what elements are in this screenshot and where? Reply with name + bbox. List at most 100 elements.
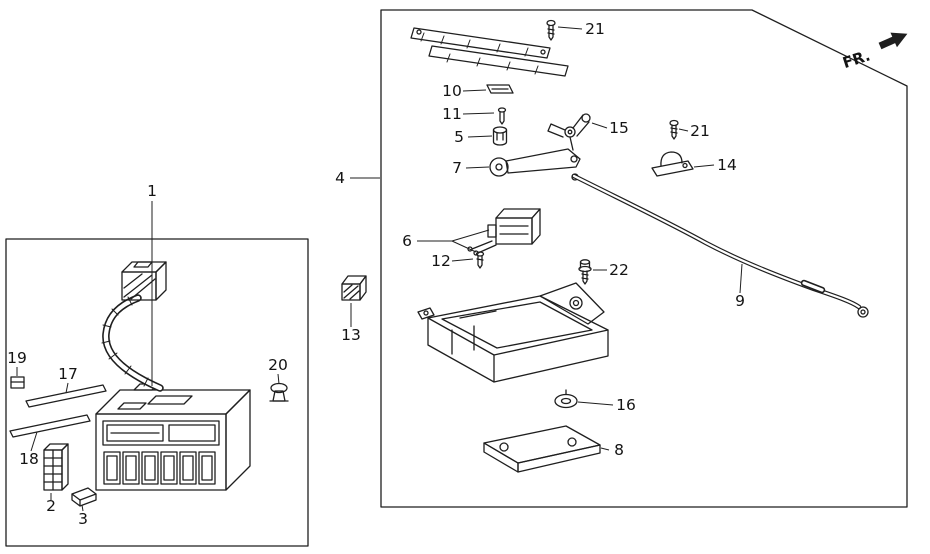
clamp-base (651, 160, 694, 177)
bolt-body (581, 270, 589, 285)
callout-6: 6 (402, 229, 490, 253)
callout-9: 9 (735, 263, 745, 310)
unit-button (122, 451, 140, 485)
leader-line (462, 89, 487, 92)
part-15-lever-link (547, 113, 591, 138)
unit-side-face (225, 389, 251, 491)
fr-label: FR. (840, 46, 872, 72)
inset-box-border (5, 238, 309, 547)
link-arm-end (581, 113, 591, 123)
base-back-hole (569, 296, 583, 310)
strip-body (9, 414, 91, 438)
callout-8-label: 8 (614, 441, 624, 459)
lever-arm (505, 148, 581, 174)
bushing-body (492, 129, 508, 146)
cable-core (572, 174, 861, 309)
clamp-loop (660, 151, 683, 167)
tick-marks (101, 296, 149, 387)
diagram-frames (5, 9, 908, 547)
part-21-screw-right (669, 119, 679, 140)
part-10-plate (486, 84, 514, 94)
bracket-hole (567, 437, 577, 447)
part-1-heater-control-unit (95, 383, 251, 491)
leader-line (462, 112, 495, 115)
clip-top (71, 487, 97, 501)
part-19-clip (10, 376, 25, 389)
prong-end (467, 246, 473, 252)
garnish-slat-upper (410, 27, 551, 59)
bracket-front-flange (483, 442, 519, 473)
part-3-clip (71, 487, 97, 507)
callout-17-label: 17 (58, 365, 78, 383)
callout-6-label: 6 (402, 232, 412, 250)
leader-line (600, 447, 610, 451)
leader-line (65, 382, 69, 394)
lever-hub-hole (495, 163, 503, 171)
garnish-slat-lower (428, 45, 569, 77)
lever-hole (570, 155, 578, 163)
unit-button-caps (106, 455, 213, 481)
part-faceplate-garnish (410, 27, 569, 77)
clamp-hole (682, 162, 688, 169)
screw-body (547, 24, 555, 41)
leader-line (467, 135, 493, 138)
screw-body (670, 124, 678, 140)
part-16-grommet (554, 389, 578, 409)
grommet-outer (554, 393, 578, 409)
part-21-screw-top (546, 19, 556, 41)
garnish-hole (540, 49, 546, 55)
callout-22: 22 (593, 261, 629, 279)
base-walls (427, 317, 609, 383)
callout-2: 2 (46, 493, 56, 515)
part-13-connector (341, 275, 367, 301)
callout-21-right-label: 21 (690, 122, 710, 140)
callout-7: 7 (452, 159, 490, 177)
part-22-bolt (578, 259, 592, 285)
link-arm (572, 114, 590, 137)
unit-button (141, 451, 159, 485)
leader-line (693, 164, 715, 168)
switch-tab (487, 224, 497, 238)
switch-front (495, 217, 533, 245)
callout-4: 4 (335, 169, 380, 187)
unit-button (179, 451, 197, 485)
callout-19: 19 (7, 349, 27, 376)
leader-line (417, 229, 490, 253)
main-view-border (380, 9, 908, 508)
part-5-bushing (492, 126, 508, 146)
leader-line (277, 373, 280, 385)
part-11-screw (497, 107, 507, 125)
cable-eye-hole (860, 309, 866, 315)
callout-21-top-label: 21 (585, 20, 605, 38)
garnish-slot-lines (420, 32, 539, 75)
leader-line (451, 258, 474, 262)
plug-side (155, 261, 167, 301)
link-pivot-hole (567, 129, 573, 135)
leader-line (591, 122, 608, 129)
part-14-cable-clamp (651, 151, 694, 177)
callout-15-label: 15 (609, 119, 629, 137)
callout-1-label: 1 (147, 182, 157, 200)
link-pivot (564, 126, 576, 138)
callout-20: 20 (268, 356, 288, 385)
callout-9-label: 9 (735, 292, 745, 310)
plug-latch (133, 261, 153, 268)
leader-line (739, 263, 743, 294)
unit-display-strip (102, 420, 220, 446)
callout-11-label: 11 (442, 105, 462, 123)
callout-1: 1 (147, 182, 157, 386)
unit-display-window (106, 424, 164, 442)
lever-hub (489, 157, 509, 177)
connector-hatch (343, 284, 360, 300)
part-12-screw (475, 251, 485, 269)
leader-line (81, 504, 84, 512)
part-6-switch-assembly (467, 208, 541, 256)
unit-display-window (168, 424, 216, 442)
callout-12-label: 12 (431, 252, 451, 270)
callout-10-label: 10 (442, 82, 462, 100)
callout-17: 17 (58, 365, 78, 394)
screw-head (475, 251, 485, 257)
connector-side (359, 275, 367, 301)
callout-21-top: 21 (557, 20, 605, 38)
